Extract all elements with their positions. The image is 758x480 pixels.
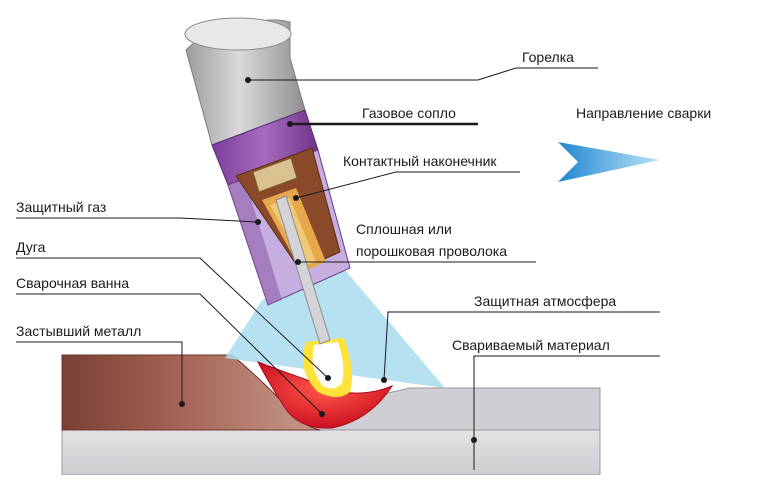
label-torch: Горелка: [522, 49, 574, 65]
label-shielding-atmosphere: Защитная атмосфера: [474, 293, 616, 309]
welding-arc: [302, 338, 352, 397]
label-weld-pool: Сварочная ванна: [16, 275, 129, 291]
labels: Горелка Газовое сопло Направление сварки…: [16, 49, 711, 353]
label-base-material: Свариваемый материал: [452, 337, 610, 353]
label-shielding-gas: Защитный газ: [16, 199, 106, 215]
torch-body: [184, 17, 306, 146]
leader-lines: [16, 67, 660, 470]
label-gas-nozzle: Газовое сопло: [362, 105, 456, 121]
welding-direction-arrow: [558, 142, 660, 182]
label-solidified-metal: Застывший металл: [16, 323, 141, 339]
label-solid-wire-line1: Сплошная или: [356, 221, 452, 237]
label-arc: Дуга: [16, 239, 46, 255]
leader-dots: [179, 77, 477, 443]
label-contact-tip: Контактный наконечник: [343, 153, 497, 169]
label-welding-direction: Направление сварки: [576, 105, 711, 121]
welding-wire: [275, 195, 331, 345]
label-solid-wire-line2: порошковая проволока: [356, 243, 507, 259]
